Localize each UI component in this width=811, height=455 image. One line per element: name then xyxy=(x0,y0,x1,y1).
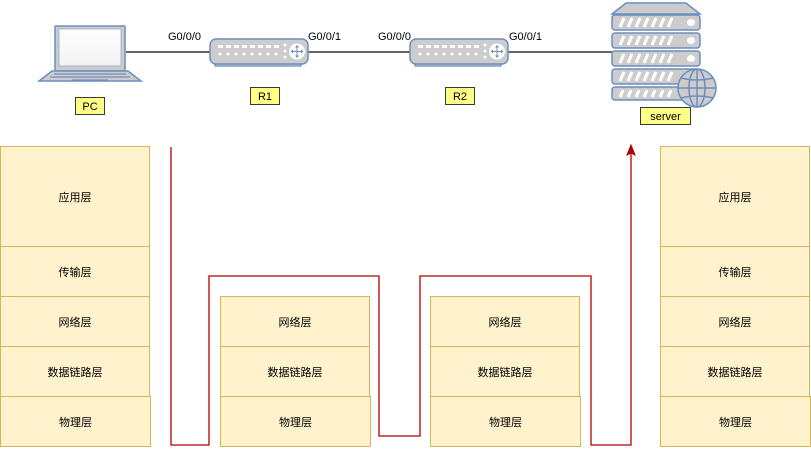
layer-transport: 传输层 xyxy=(660,246,810,297)
port-label-r1-out: G0/0/1 xyxy=(308,31,342,43)
data-flow-arrowhead xyxy=(626,143,636,157)
layer-data-link: 数据链路层 xyxy=(220,346,370,397)
server-icon[interactable] xyxy=(609,2,717,108)
device-label-server: server xyxy=(640,107,691,125)
device-label-r2: R2 xyxy=(445,87,475,105)
layer-network: 网络层 xyxy=(660,296,810,347)
layer-physical: 物理层 xyxy=(660,396,811,447)
layer-network: 网络层 xyxy=(430,296,580,347)
device-label-r1: R1 xyxy=(250,87,280,105)
layer-network: 网络层 xyxy=(0,296,150,347)
laptop-icon[interactable] xyxy=(36,25,144,82)
layer-physical: 物理层 xyxy=(220,396,371,447)
layer-network: 网络层 xyxy=(220,296,370,347)
layer-data-link: 数据链路层 xyxy=(0,346,150,397)
port-label-r2-out: G0/0/1 xyxy=(509,31,543,43)
router-icon-r2[interactable] xyxy=(409,38,509,67)
data-flow-path xyxy=(170,147,632,446)
layer-application: 应用层 xyxy=(660,146,810,247)
layer-data-link: 数据链路层 xyxy=(430,346,580,397)
router-icon-r1[interactable] xyxy=(209,38,309,67)
layer-data-link: 数据链路层 xyxy=(660,346,810,397)
layer-transport: 传输层 xyxy=(0,246,150,297)
layer-application: 应用层 xyxy=(0,146,150,247)
globe-icon xyxy=(677,68,717,108)
layer-physical: 物理层 xyxy=(0,396,151,447)
layer-physical: 物理层 xyxy=(430,396,581,447)
port-label-r2-in: G0/0/0 xyxy=(378,31,412,43)
port-label-r1-in: G0/0/0 xyxy=(168,31,202,43)
device-label-pc: PC xyxy=(75,97,105,115)
